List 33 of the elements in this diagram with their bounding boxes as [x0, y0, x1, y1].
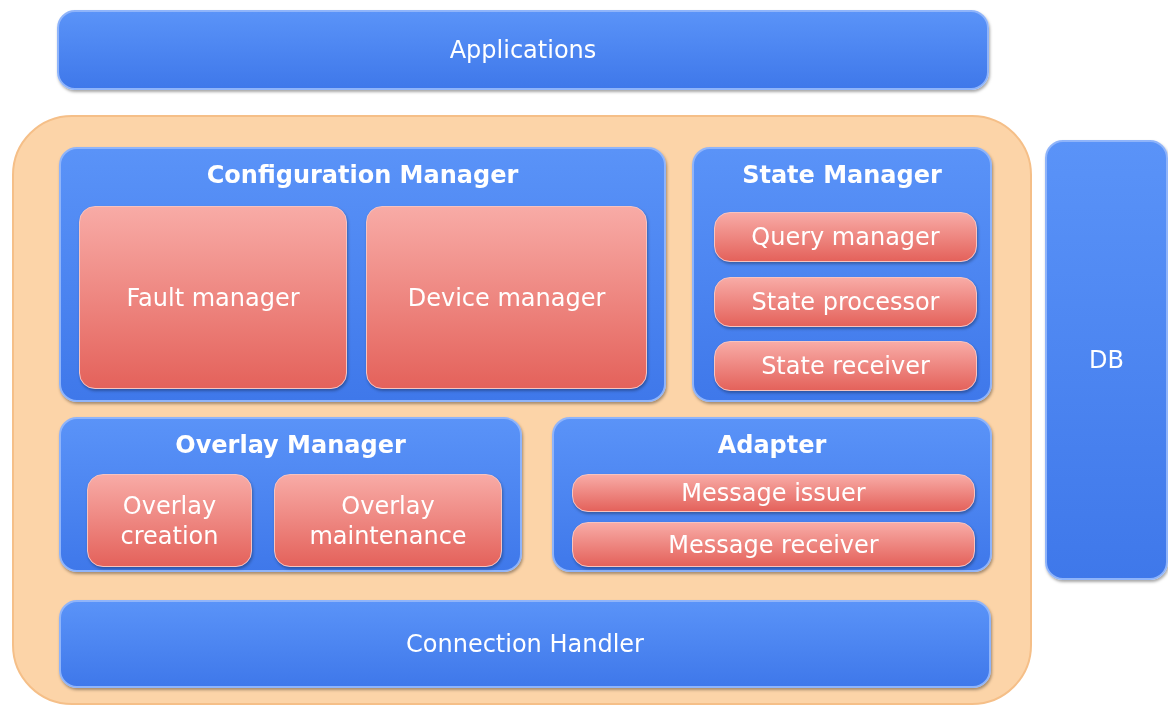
- component-box: [714, 212, 977, 262]
- component-box: [366, 206, 647, 389]
- panel-title: State Manager: [741, 161, 943, 189]
- component-label: Overlay maintenance: [308, 490, 468, 551]
- module-panel: [59, 147, 666, 402]
- panel-title: Overlay Manager: [174, 431, 407, 459]
- layer-bar: [59, 600, 991, 688]
- component-box: [87, 474, 252, 567]
- component-label: State processor: [751, 287, 940, 317]
- component-label: Message issuer: [681, 478, 866, 508]
- component-label: Message receiver: [668, 529, 879, 560]
- component-box: [714, 341, 977, 391]
- component-label: State receiver: [761, 351, 930, 381]
- component-label: DB: [1089, 345, 1124, 375]
- panel-title: Adapter: [716, 431, 828, 459]
- component-label: Overlay creation: [119, 490, 220, 551]
- panel-title: Configuration Manager: [205, 161, 520, 189]
- component-label: Device manager: [407, 282, 606, 313]
- module-panel: [59, 417, 522, 572]
- component-label: Query manager: [751, 222, 940, 252]
- layer-bar: [1045, 140, 1168, 580]
- component-box: [79, 206, 347, 389]
- module-panel: [552, 417, 992, 572]
- layer-bar: [57, 10, 989, 90]
- container-panel: [12, 115, 1032, 705]
- component-label: Fault manager: [126, 282, 300, 313]
- component-box: [274, 474, 502, 567]
- component-box: [572, 474, 975, 512]
- component-label: Connection Handler: [406, 629, 644, 659]
- component-box: [572, 522, 975, 567]
- component-box: [714, 277, 977, 327]
- component-label: Applications: [449, 35, 597, 65]
- module-panel: [692, 147, 992, 402]
